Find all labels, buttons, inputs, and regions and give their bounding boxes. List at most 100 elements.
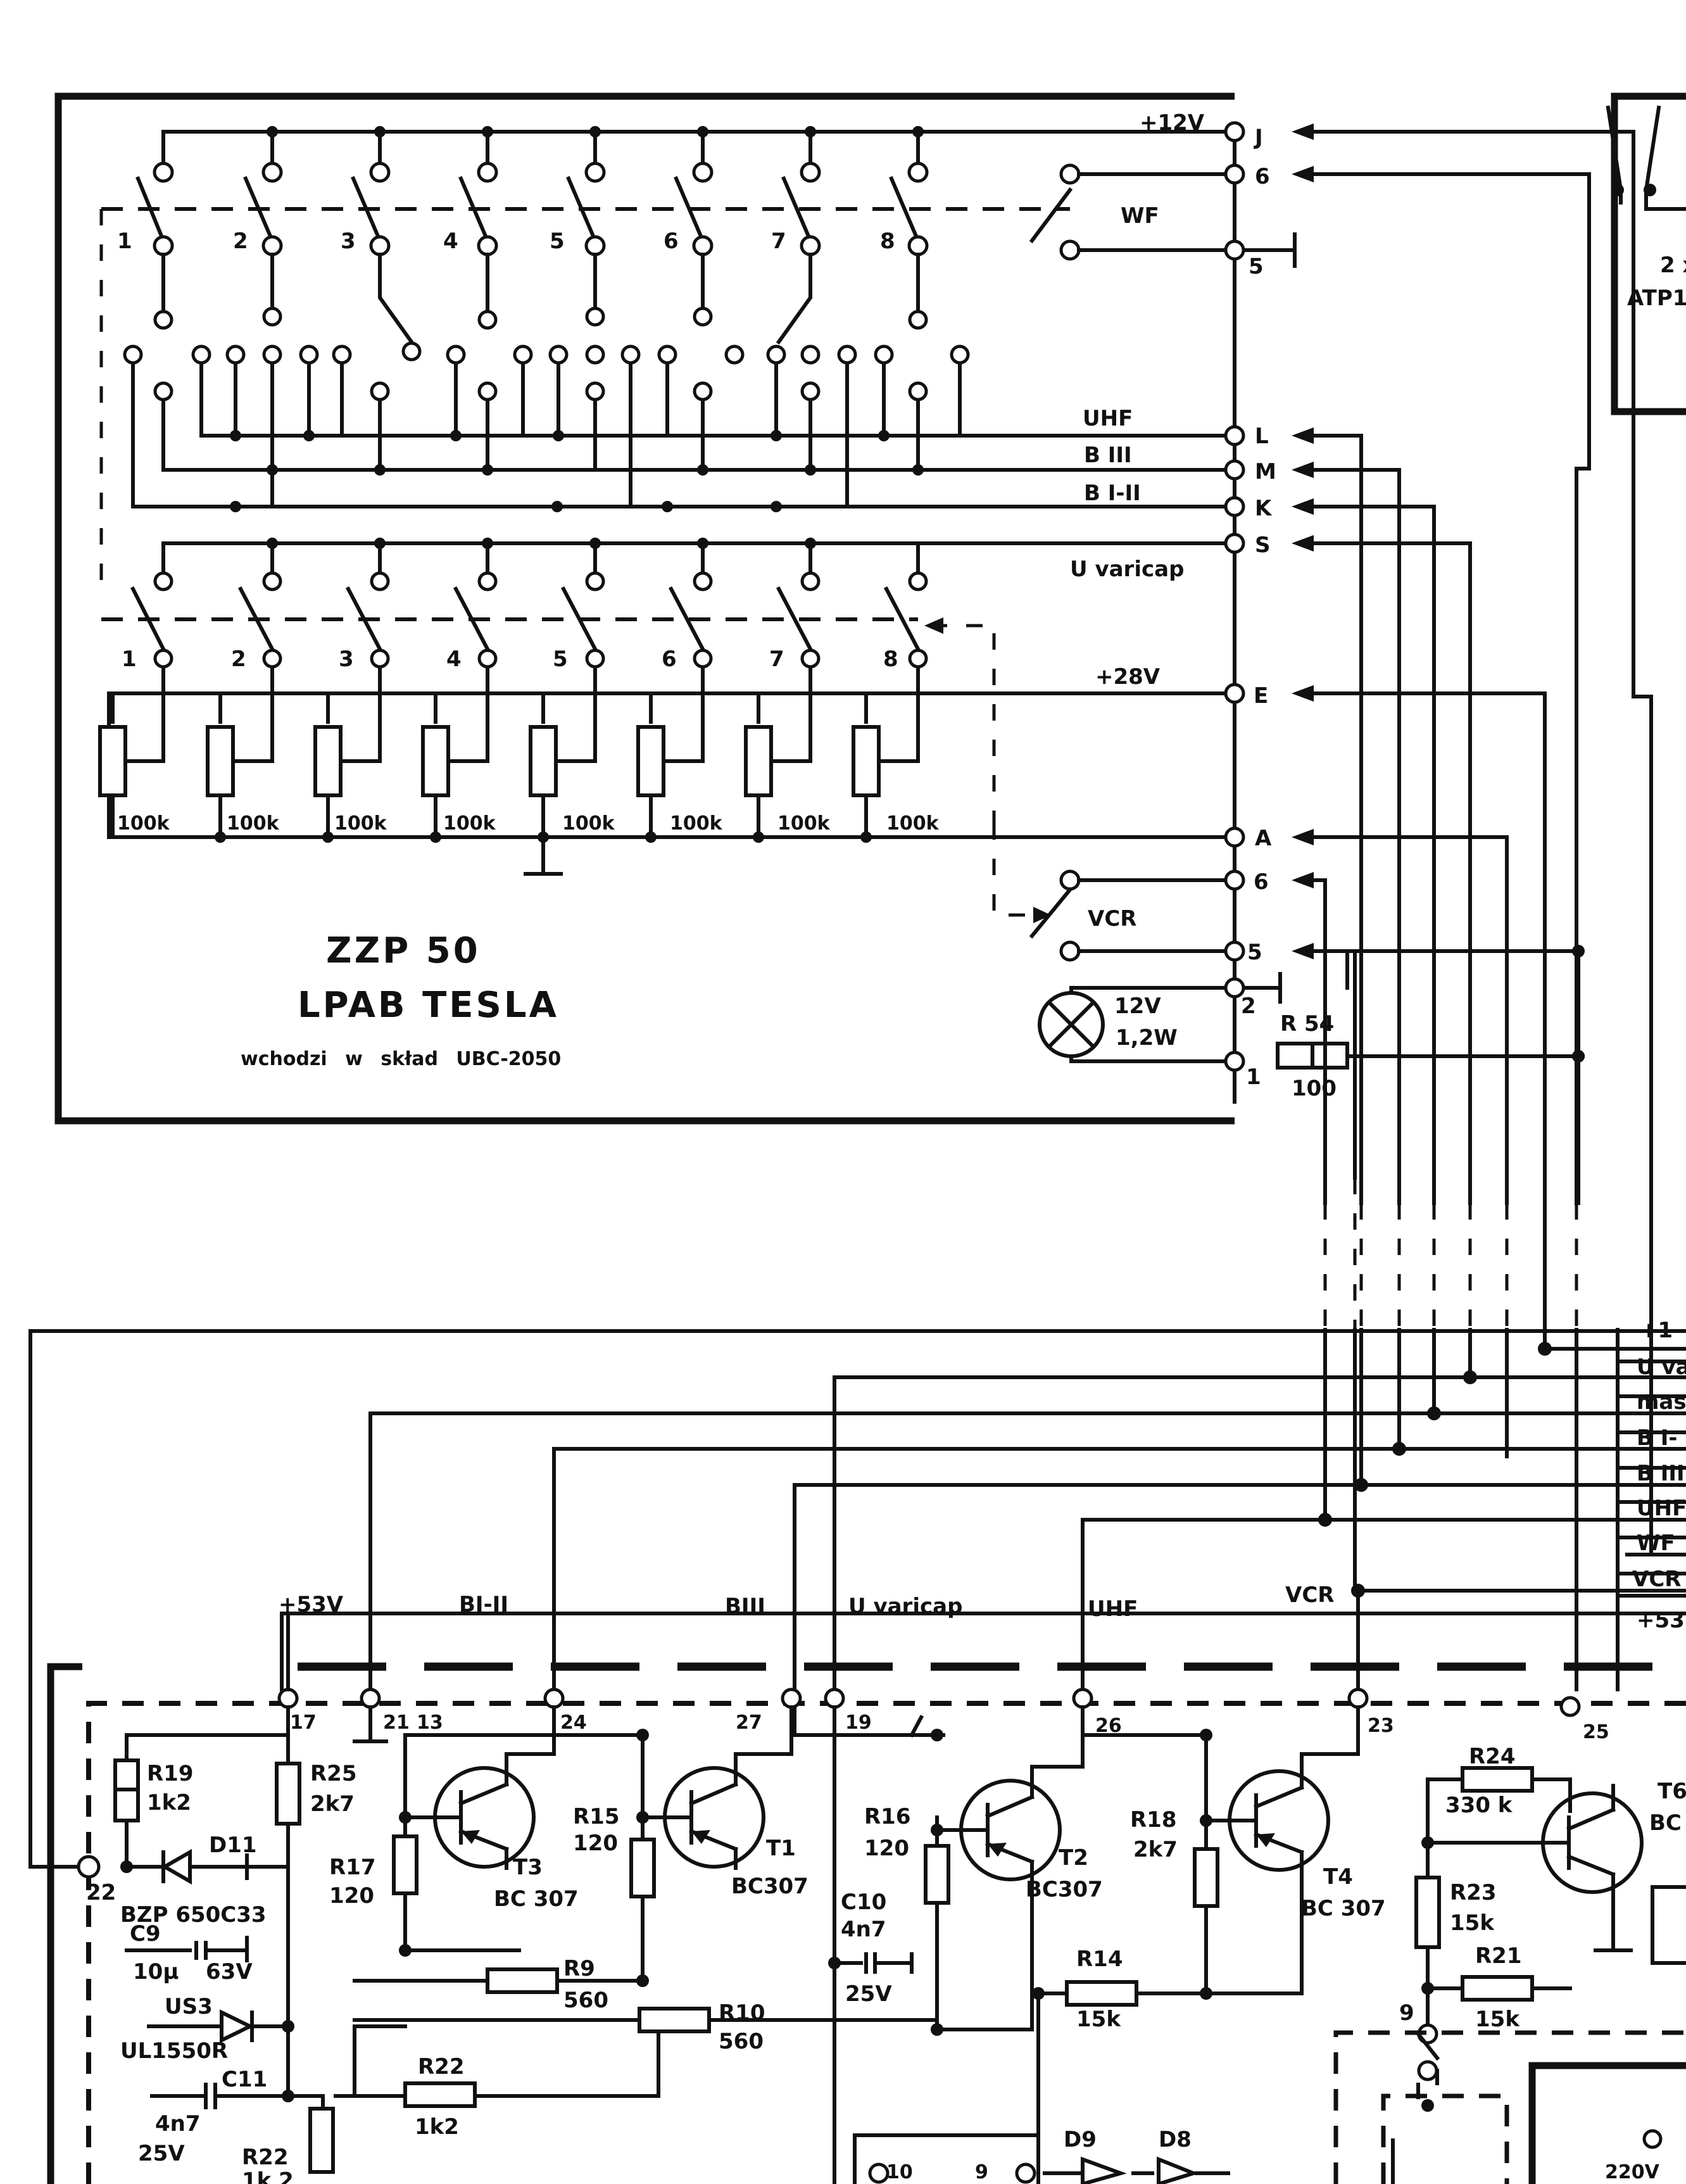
pin-label: 2: [1241, 994, 1256, 1019]
r16-value: 120: [864, 1836, 909, 1861]
panel-subtitle: LPAB TESLA: [298, 985, 559, 1026]
c10-area: C10 4n7 25V: [793, 1705, 945, 2184]
switch-number: 2: [231, 647, 246, 672]
r18-value: 2k7: [1133, 1837, 1178, 1862]
resistor-r14: R14 15k: [1032, 1947, 1208, 2184]
pin-10: 10: [886, 2161, 913, 2183]
resistor-r9: R9 560: [353, 1956, 645, 2013]
switch-number: 8: [883, 647, 898, 672]
transistor-t4: T4 BC 307 R18 2k7: [1081, 1705, 1386, 2000]
r18-name: R18: [1130, 1807, 1177, 1833]
pot-value: 100k: [777, 812, 831, 835]
r10-value: 560: [719, 2029, 764, 2054]
r17-value: 120: [329, 1883, 374, 1909]
switch-number: 8: [880, 229, 895, 254]
pot-value: 100k: [670, 812, 723, 835]
uhf-label: UHF: [1083, 406, 1133, 431]
switch-number: 1: [117, 229, 132, 254]
bus-label: VCR: [1632, 1567, 1681, 1592]
pin-label: 5: [1249, 254, 1264, 279]
bus-label: +53: [1637, 1608, 1685, 1633]
pot-value: 100k: [117, 812, 170, 835]
switch-number: 6: [664, 229, 679, 254]
u-varicap-rail-label: U varicap: [848, 1594, 962, 1619]
pin-label: A: [1255, 826, 1272, 851]
lower-pins: 17 21 13 24 27 19 26 23 25: [277, 1612, 1609, 1743]
power-section: R19 1k2 R25 2k7 22 D11 BZP 650C33 C9 10µ…: [77, 1705, 660, 2184]
pin-number: 19: [845, 1712, 872, 1734]
t3-type: BC 307: [494, 1886, 579, 1912]
pin-number: 25: [1583, 1721, 1609, 1743]
pin-label: S: [1255, 533, 1271, 558]
t4-type: BC 307: [1301, 1896, 1386, 1921]
r21-value: 15k: [1475, 2007, 1520, 2032]
us3-type: UL1550R: [120, 2038, 228, 2064]
c9-voltage: 63V: [206, 1959, 253, 1985]
t6-type: BC: [1649, 1810, 1682, 1836]
t3-name: T3: [513, 1855, 543, 1880]
r22a-name: R22: [418, 2054, 465, 2080]
pin-number: 24: [560, 1712, 587, 1734]
r9-name: R9: [563, 1956, 595, 1981]
pin-label: M: [1255, 459, 1276, 484]
d11-type: BZP 650C33: [120, 1902, 267, 1928]
bus-label: B I-: [1637, 1425, 1678, 1451]
bus-label: U va: [1637, 1354, 1686, 1380]
relay-atp: 2 x ATP1: [1606, 92, 1686, 415]
pin-number: 17: [290, 1712, 317, 1734]
c11-value: 4n7: [155, 2111, 201, 2137]
pot-value: 100k: [886, 812, 940, 835]
vcr-switch-label: VCR: [1088, 906, 1136, 931]
biii-rail-label: BIII: [725, 1594, 765, 1619]
r23-name: R23: [1450, 1880, 1497, 1905]
r14-value: 15k: [1076, 2007, 1121, 2032]
pin-label: 1: [1246, 1064, 1261, 1090]
relay-label-2: ATP1: [1627, 286, 1686, 311]
c11-voltage: 25V: [138, 2141, 185, 2166]
transistor-t6: T6 BC R24 330 k R23 15k R21 15k 9: [1333, 1744, 1686, 2184]
lower-board: +1 U va mas B I- B III UHF WF VCR +53 +5…: [28, 1318, 1686, 2184]
r24-name: R24: [1469, 1744, 1516, 1769]
switch-number: 3: [341, 229, 356, 254]
pin-label: 6: [1254, 869, 1269, 895]
bus-label: mas: [1637, 1389, 1686, 1415]
lamp-voltage: 12V: [1114, 994, 1161, 1019]
vcr-rail-label: VCR: [1285, 1582, 1334, 1608]
r15-name: R15: [573, 1804, 620, 1829]
switch-number: 1: [122, 647, 137, 672]
pin-number: 21: [383, 1712, 410, 1734]
vcr-switch: VCR: [992, 823, 1236, 962]
switch-number: 4: [443, 229, 458, 254]
d11-label: D11: [209, 1833, 257, 1858]
mains-label: 220V: [1605, 2161, 1660, 2183]
t2-type: BC307: [1026, 1877, 1103, 1902]
c10-voltage: 25V: [845, 1981, 892, 2007]
bus-12v-label: +12V: [1140, 110, 1205, 136]
switch-number: 6: [662, 647, 677, 672]
preset-switch-bank: 1 2 3 4 5 6 7 8: [98, 538, 1236, 876]
r23-value: 15k: [1450, 1910, 1495, 1936]
pot-value: 100k: [227, 812, 280, 835]
pot-value: 100k: [334, 812, 387, 835]
c10-label: C10: [841, 1890, 886, 1915]
connector-block: J 6 5 L M K S E A 6 5 2 1: [1224, 121, 1653, 1332]
us3-label: US3: [165, 1994, 213, 2019]
d8-label: D8: [1159, 2127, 1192, 2152]
pin-9: 9: [1399, 2000, 1414, 2026]
switch-number: 7: [769, 647, 784, 672]
t4-name: T4: [1323, 1864, 1353, 1890]
lamp-power: 1,2W: [1116, 1025, 1178, 1051]
r25-name: R25: [310, 1761, 357, 1786]
r54-value: 100: [1292, 1076, 1337, 1101]
pin-label: 5: [1247, 940, 1262, 965]
biii-label: B III: [1084, 443, 1132, 468]
t6-name: T6: [1658, 1779, 1686, 1804]
bus-label: B III: [1637, 1461, 1685, 1486]
r17-name: R17: [329, 1855, 376, 1880]
r9-value: 560: [563, 1988, 608, 2013]
d9-label: D9: [1064, 2127, 1097, 2152]
wf-switch: WF: [1029, 163, 1297, 268]
r16-name: R16: [864, 1804, 911, 1829]
bus-label: +1: [1640, 1318, 1673, 1343]
